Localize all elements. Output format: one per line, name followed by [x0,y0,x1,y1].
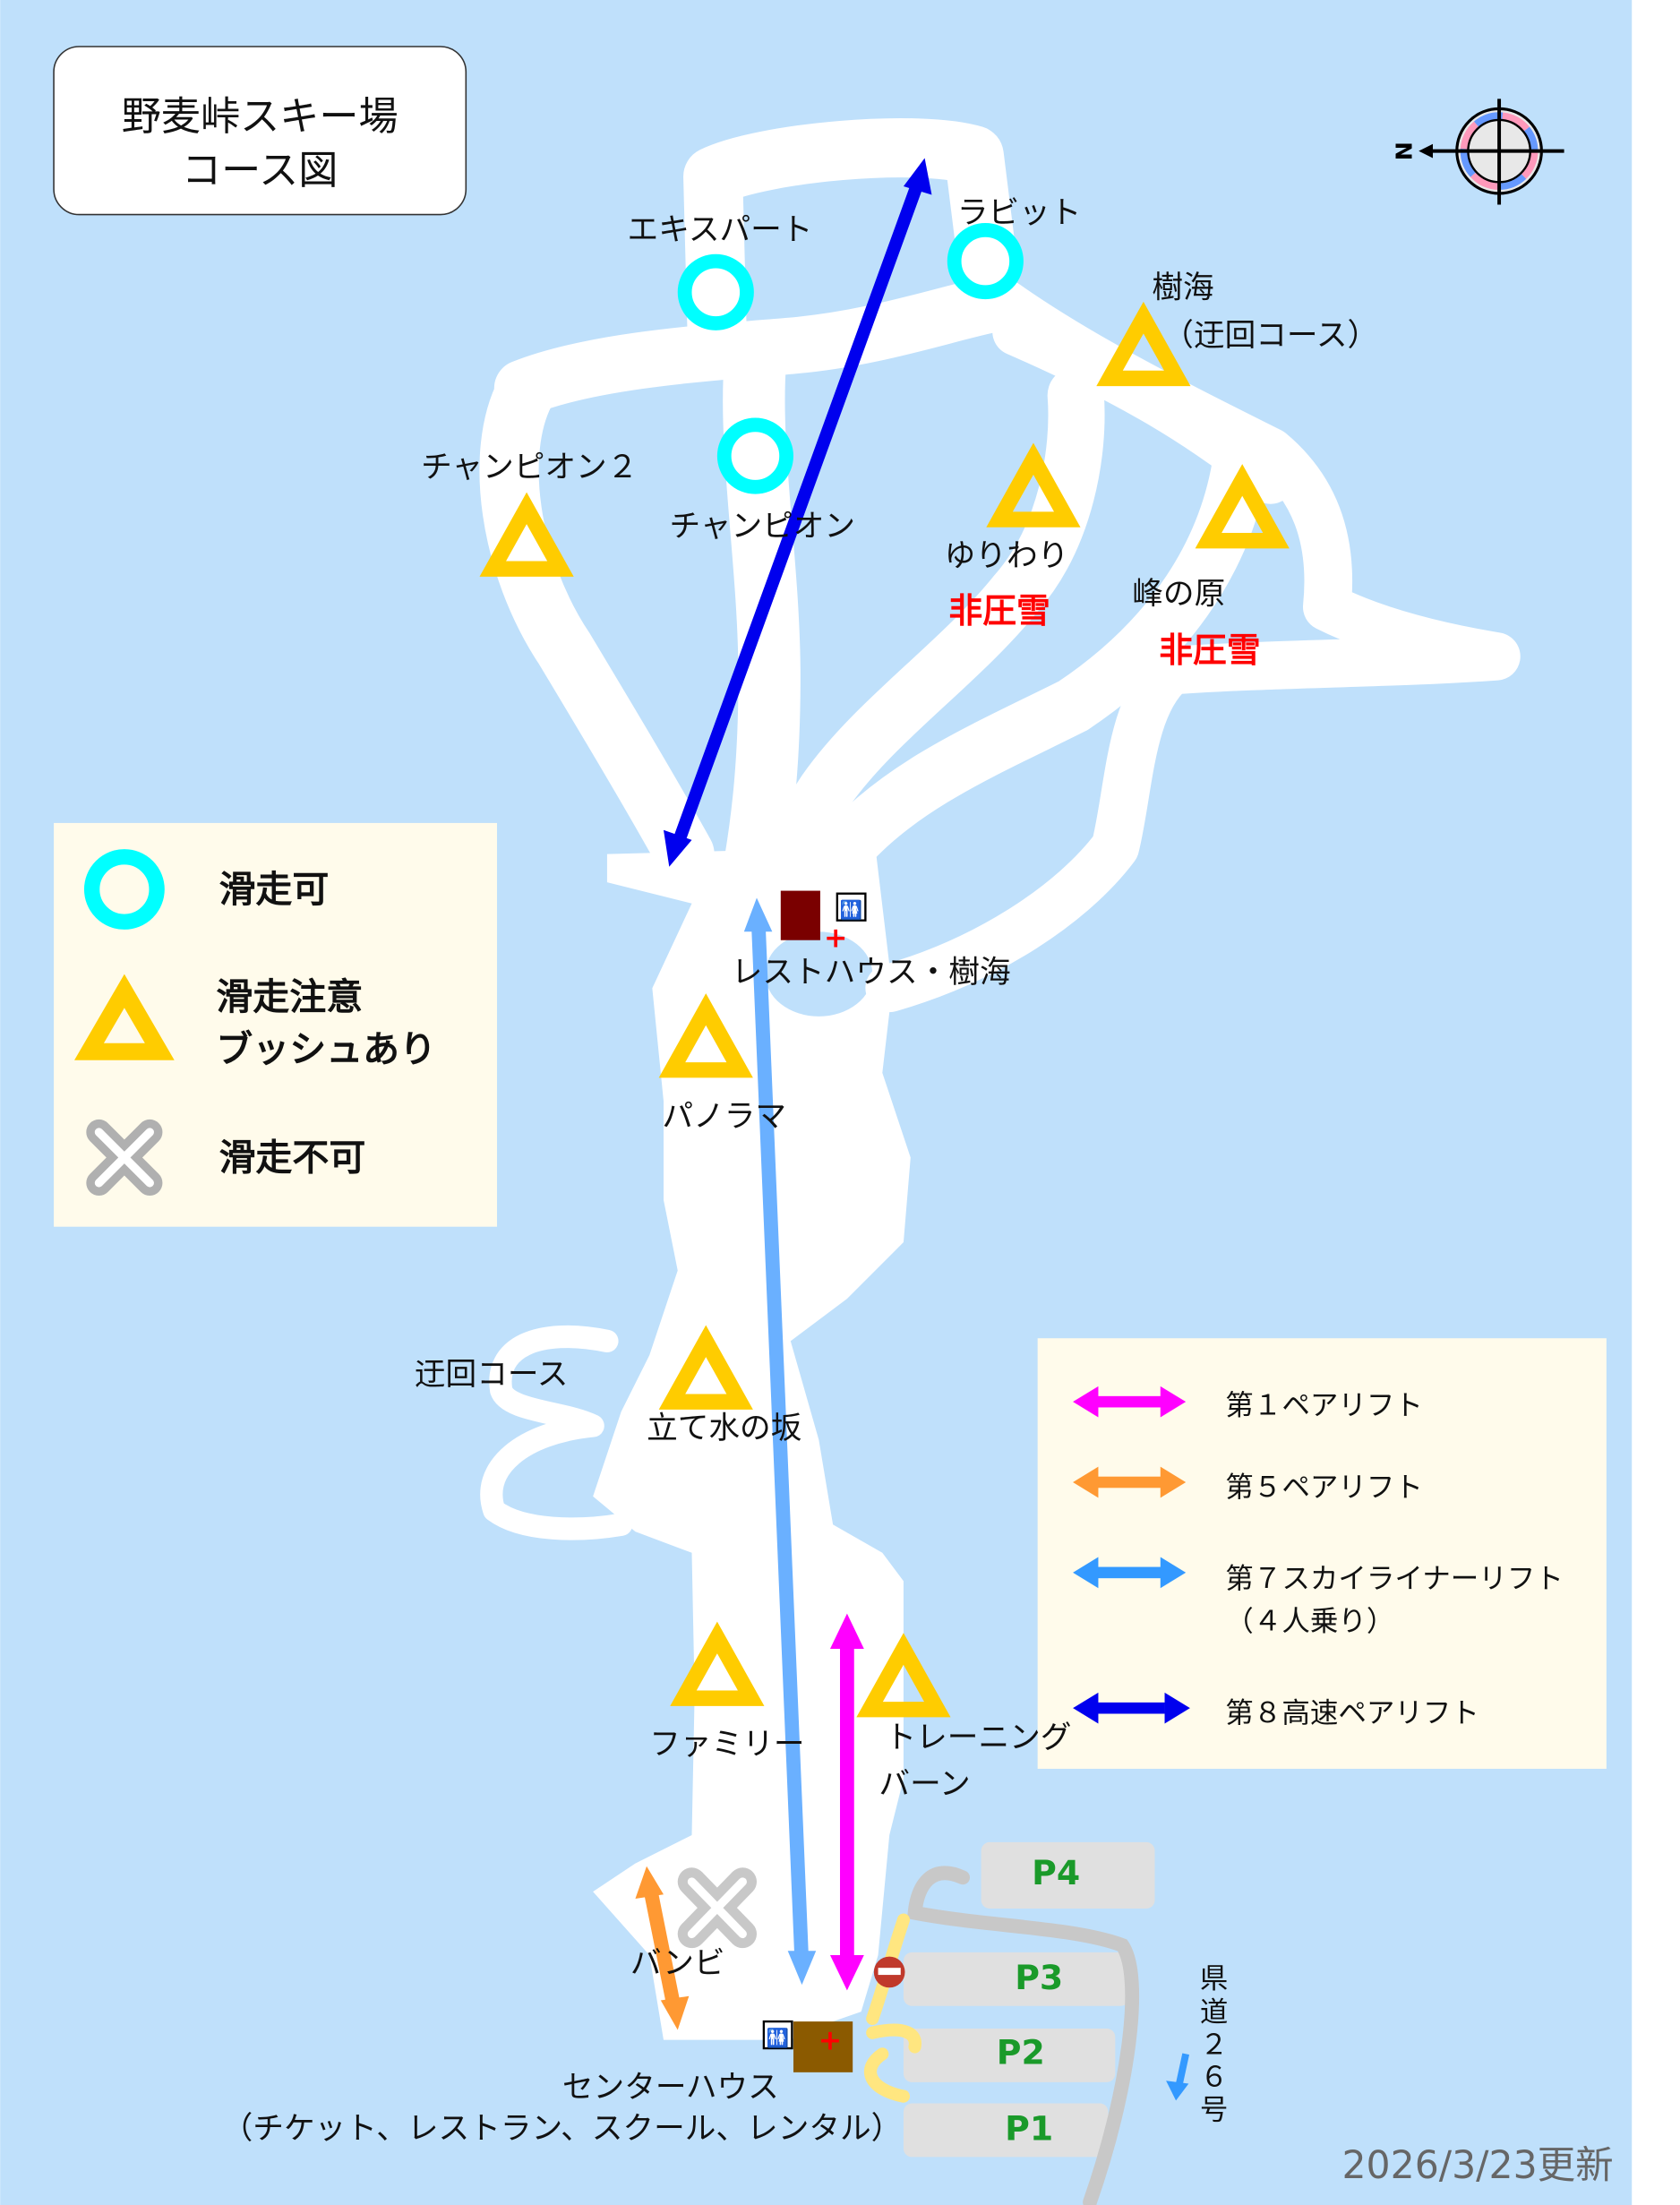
road-label-char: ６ [1200,2062,1229,2094]
title-box: 野麦峠スキー場 コース図 [53,46,467,216]
course-label-training-2: バーン [879,1766,970,1802]
course-labels: エキスパート ラビット 樹海 （迂回コース） チャンピオン２ チャンピオン ゆり… [222,195,1379,2147]
double-arrow-icon [1073,1466,1187,1498]
first-aid-icon: + [819,2025,842,2057]
legend-label-closed: 滑走不可 [219,1137,365,1180]
ungroomed-note-minenohara: 非圧雪 [1159,631,1260,670]
direction-arrow-icon [1166,2053,1190,2101]
parking-label-p4: P4 [1032,1853,1080,1892]
course-label-panorama: パノラマ [662,1099,786,1135]
lift-legend-label-8: 第８高速ペアリフト [1225,1697,1479,1729]
no-entry-icon [873,1956,905,1988]
triangle-icon [856,1633,951,1718]
lift-legend: 第１ペアリフト 第５ペアリフト 第７スカイライナーリフト （４人乗り） 第８高速… [1037,1338,1607,1769]
parking-label-p3: P3 [1015,1958,1063,1997]
course-label-champion2: チャンピオン２ [421,450,638,485]
road-label: 県 道 ２ ６ 号 [1200,1962,1229,2126]
road-label-char: 県 [1200,1962,1229,1995]
course-label-rabbit: ラビット [957,195,1082,231]
lift-legend-label-7-sub: （４人乗り） [1225,1605,1394,1637]
cross-icon [86,1119,163,1197]
lift-1 [829,1613,864,1991]
triangle-icon [658,1325,753,1410]
course-label-family: ファミリー [649,1727,804,1763]
triangle-icon [74,974,175,1060]
course-label-yuriwari: ゆりわり [945,538,1069,574]
course-label-minenohara: 峰の原 [1132,577,1225,613]
parking-label-p1: P1 [1005,2108,1053,2148]
first-aid-icon: + [824,922,847,955]
parking-lot-p4 [981,1841,1155,1909]
circle-icon [947,223,1024,300]
course-label-tatemizu: 立て水の坂 [647,1411,801,1446]
parking-lot-p2 [903,2028,1116,2082]
circle-icon [83,849,165,930]
double-arrow-icon [1073,1692,1190,1724]
snow-area [479,118,1521,2040]
triangle-icon [1096,301,1191,387]
course-label-expert: エキスパート [628,212,813,248]
double-arrow-icon [1073,1557,1187,1589]
lift-legend-label-1: 第１ペアリフト [1225,1389,1423,1421]
legend-label-open: 滑走可 [219,868,329,911]
resthouse-building: 🚻 + [780,890,867,955]
lift-8 [663,158,932,867]
facility-label-centerhouse-sub: （チケット、レストラン、スクール、レンタル） [222,2111,903,2147]
svg-text:🚻: 🚻 [840,899,863,921]
triangle-icon [986,442,1081,528]
map-subtitle: コース図 [182,148,338,193]
course-label-bambi: バンビ [630,1946,725,1982]
parking-label-p2: P2 [997,2032,1045,2072]
triangle-icon [1195,464,1290,549]
legend-label-caution: 滑走注意 [216,975,363,1018]
circle-icon [716,417,793,494]
course-label-champion: チャンピオン [670,509,856,545]
triangle-icon [658,993,753,1078]
course-label-detour: 迂回コース [415,1357,569,1393]
circle-icon [677,253,754,330]
course-label-jukai: 樹海 [1152,270,1213,306]
status-legend: 滑走可 滑走注意 ブッシュあり 滑走不可 [54,822,497,1227]
compass-north-label: N [1391,142,1417,160]
course-label-jukai-sub: （迂回コース） [1162,318,1378,354]
centerhouse-building: + 🚻 [762,2020,853,2072]
toilet-icon: 🚻 [762,2020,793,2050]
lift-legend-label-5: 第５ペアリフト [1225,1471,1423,1504]
ungroomed-note-yuriwari: 非圧雪 [948,591,1050,631]
compass-icon: N [1391,99,1564,205]
toilet-icon: 🚻 [836,892,867,922]
status-markers [479,223,1290,1949]
facility-label-resthouse: レストハウス・樹海 [732,955,1011,991]
facility-label-centerhouse: センターハウス [562,2070,779,2106]
road [906,1866,1140,2205]
lift-5 [635,1866,690,2030]
road-label-char: 号 [1200,2094,1229,2126]
svg-text:🚻: 🚻 [767,2027,790,2048]
parking-area: P4 P3 P2 P1 県 道 ２ ６ 号 [863,1841,1229,2205]
lift-7 [743,897,817,1986]
triangle-icon [670,1621,765,1706]
parking-lot-p3 [903,1952,1130,2006]
double-arrow-icon [1073,1386,1187,1418]
parking-lot-p1 [903,2103,1109,2158]
updated-date: 2026/3/23更新 [1341,2144,1613,2188]
road-label-char: 道 [1200,1996,1229,2029]
triangle-icon [479,492,574,577]
lift-legend-label-7: 第７スカイライナーリフト [1225,1563,1564,1595]
map-title: 野麦峠スキー場 [122,94,399,140]
road-label-char: ２ [1200,2029,1229,2061]
course-label-training-1: トレーニング [885,1720,1071,1755]
legend-label-caution-2: ブッシュあり [216,1027,436,1070]
